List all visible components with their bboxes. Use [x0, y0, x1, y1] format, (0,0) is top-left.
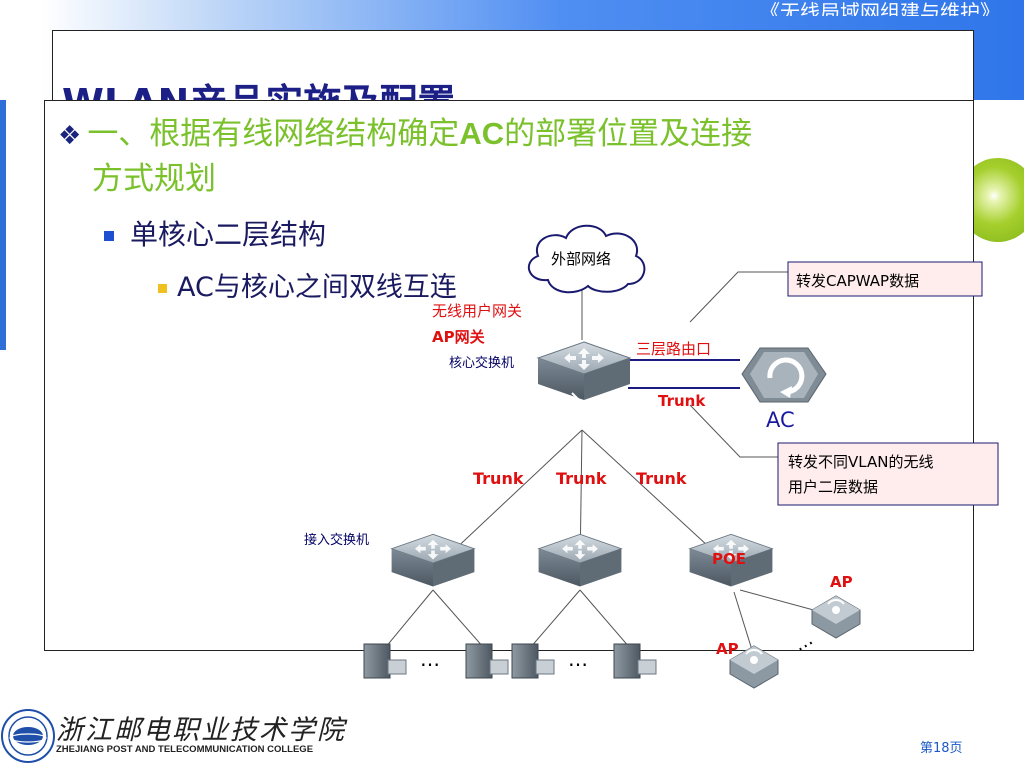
callout-capwap-text: 转发CAPWAP数据 [796, 272, 919, 290]
left-accent-stripe [0, 100, 6, 350]
callout-vlan-line2: 用户二层数据 [788, 478, 878, 496]
trunk-ac-label: Trunk [658, 392, 706, 410]
link-poe-ap1 [733, 591, 753, 651]
access-point-icon [729, 645, 779, 689]
link-access1-pc2 [432, 589, 485, 649]
pc-icon [465, 643, 509, 679]
core-switch-label: 核心交换机 [449, 355, 514, 371]
pc-icon [613, 643, 657, 679]
ap-label-left: AP [716, 640, 739, 658]
access-switch-icon [538, 533, 622, 588]
ac-controller-icon [741, 347, 827, 403]
yellow-square-bullet-icon [158, 284, 167, 293]
access-point-icon [811, 595, 861, 639]
ellipsis-middle: … [568, 647, 588, 671]
ellipsis-ap: … [791, 629, 817, 656]
bullet-level-3: AC与核心之间双线互连 [158, 265, 457, 304]
gateway-label-wireless: 无线用户网关 [432, 302, 522, 320]
trunk-label-2: Trunk [556, 469, 607, 488]
heading-1-text-pre: 一、根据有线网络结构确定 [87, 116, 460, 152]
title-frame [52, 30, 974, 112]
callout-vlan-box [777, 442, 999, 506]
cloud-label: 外部网络 [551, 250, 611, 268]
bullet-2-text: 单核心二层结构 [130, 218, 327, 251]
college-logo-icon [1, 709, 55, 763]
ellipsis-left: … [420, 647, 440, 671]
l3-port-label: 三层路由口 [636, 340, 711, 358]
slide-title: WLAN产品实施及配置 [62, 72, 455, 102]
core-switch-icon [537, 341, 631, 401]
core-switch-router-symbol [547, 392, 583, 414]
college-name-en: ZHEJIANG POST AND TELECOMMUNICATION COLL… [56, 744, 314, 755]
trunk-label-3: Trunk [636, 469, 687, 488]
cloud-icon [527, 224, 646, 294]
heading-1-text-line2: 方式规划 [92, 161, 216, 197]
page-number: 第18页 [920, 741, 963, 756]
course-title: 《无线局域网组建与维护》 [760, 0, 1000, 16]
heading-level-1: ❖一、根据有线网络结构确定AC的部署位置及连接 方式规划 [58, 112, 958, 201]
link-access2-pc4 [579, 589, 631, 649]
bullet-3-text: AC与核心之间双线互连 [177, 272, 457, 303]
ac-label: AC [766, 408, 795, 432]
callout-line-vlan [689, 404, 780, 458]
callout-line-capwap [689, 271, 790, 323]
gateway-label-ap: AP网关 [432, 328, 485, 346]
bullet-level-2: 单核心二层结构 [104, 213, 326, 253]
diamond-bullet-icon: ❖ [58, 121, 82, 151]
access-switch-label: 接入交换机 [304, 532, 369, 548]
callout-vlan-line1: 转发不同VLAN的无线 [788, 453, 933, 471]
poe-label: POE [712, 550, 746, 568]
college-name-cn: 浙江邮电职业技术学院 [56, 715, 346, 746]
heading-1-text-ac: AC [459, 116, 505, 151]
link-access2-pc3 [529, 589, 581, 649]
ap-label-right: AP [830, 573, 853, 591]
trunk-label-1: Trunk [473, 469, 524, 488]
callout-capwap-box [787, 261, 983, 297]
heading-1-text-post: 的部署位置及连接 [504, 116, 753, 152]
blue-square-bullet-icon [104, 231, 114, 241]
link-access1-pc1 [384, 589, 434, 649]
pc-icon [363, 643, 407, 679]
pc-icon [511, 643, 555, 679]
